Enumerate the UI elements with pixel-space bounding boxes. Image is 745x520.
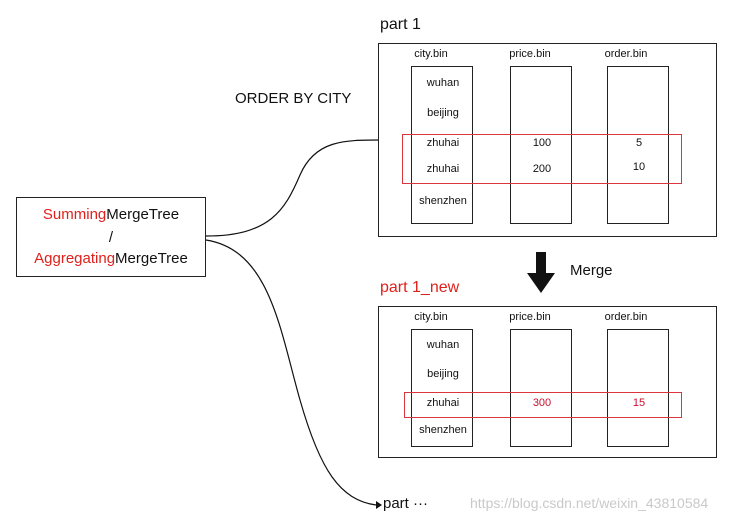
part1-new-header-order: order.bin xyxy=(604,311,648,323)
part1-header-price: price.bin xyxy=(509,48,551,60)
part1-new-header-price: price.bin xyxy=(509,311,551,323)
part1-city-cell: beijing xyxy=(427,107,459,119)
part1-new-highlight-row xyxy=(404,392,682,418)
part1-highlight-rows xyxy=(402,134,682,184)
part1-new-column-price: 300 xyxy=(510,329,572,447)
part1-order-cell: 10 xyxy=(632,161,646,173)
part1-city-cell: wuhan xyxy=(426,77,460,89)
engine-box: SummingMergeTree / AggregatingMergeTree xyxy=(16,197,206,277)
part1-new-header-city: city.bin xyxy=(414,311,448,323)
curve-to-part1 xyxy=(205,139,381,237)
engine-line-separator: / xyxy=(108,229,114,246)
part1-price-cell: 100 xyxy=(532,137,552,149)
part1-new-order-cell: 15 xyxy=(632,397,646,409)
engine-line-aggregating: AggregatingMergeTree xyxy=(34,250,188,267)
part1-new-city-cell: wuhan xyxy=(426,339,460,351)
merge-label: Merge xyxy=(570,262,613,279)
watermark: https://blog.csdn.net/weixin_43810584 xyxy=(470,495,709,511)
part1-new-price-cell: 300 xyxy=(532,397,552,409)
arrowhead-part-more xyxy=(376,501,382,509)
part1-new-box: city.bin price.bin order.bin wuhan beiji… xyxy=(378,306,717,458)
part1-title: part 1 xyxy=(380,16,421,33)
part1-new-city-cell: shenzhen xyxy=(419,424,467,436)
part1-new-column-order: 15 xyxy=(607,329,669,447)
part1-city-cell: zhuhai xyxy=(426,163,460,175)
merge-arrow-icon xyxy=(527,252,555,293)
part1-order-cell: 5 xyxy=(635,137,643,149)
part1-price-cell: 200 xyxy=(532,163,552,175)
part1-new-column-city: wuhan beijing zhuhai shenzhen xyxy=(411,329,473,447)
part1-header-order: order.bin xyxy=(604,48,648,60)
part1-city-cell: shenzhen xyxy=(419,195,467,207)
part1-city-cell: zhuhai xyxy=(426,137,460,149)
part1-new-title: part 1_new xyxy=(380,279,460,296)
part1-new-city-cell: beijing xyxy=(427,368,459,380)
curve-to-part-more xyxy=(205,239,377,506)
order-by-label: ORDER BY CITY xyxy=(235,90,352,107)
engine-line-summing: SummingMergeTree xyxy=(42,206,180,223)
part-more-label: part ··· xyxy=(383,495,428,512)
part1-column-price: 100 200 xyxy=(510,66,572,224)
part1-box: city.bin price.bin order.bin wuhan beiji… xyxy=(378,43,717,237)
part1-column-city: wuhan beijing zhuhai zhuhai shenzhen xyxy=(411,66,473,224)
part1-column-order: 5 10 xyxy=(607,66,669,224)
part1-new-city-cell: zhuhai xyxy=(426,397,460,409)
part1-header-city: city.bin xyxy=(414,48,448,60)
